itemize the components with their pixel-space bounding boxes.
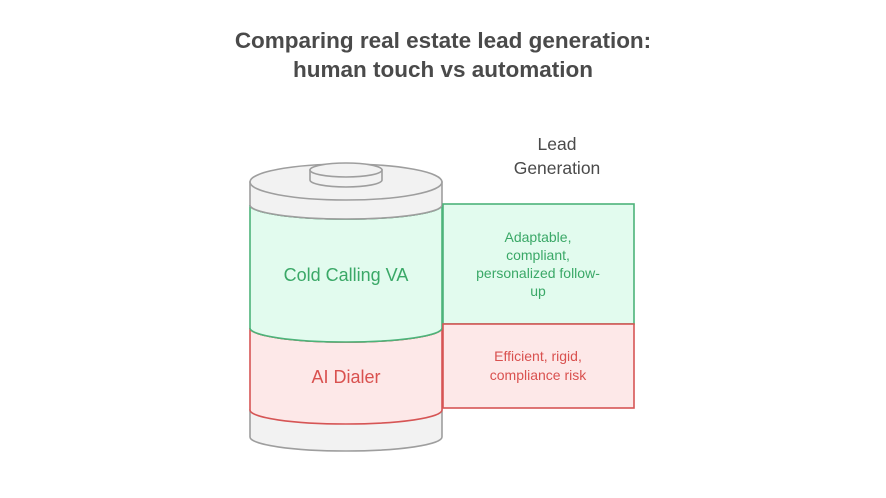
title-line-1: Comparing real estate lead generation:	[234, 28, 652, 53]
header-line-1: Lead	[538, 134, 577, 154]
cold-calling-description-line-4: up	[530, 283, 546, 299]
ai-dialer-description-line-1: Efficient, rigid,	[494, 348, 582, 364]
ai-dialer-label: AI Dialer	[311, 367, 380, 387]
diagram-title: Comparing real estate lead generation: h…	[0, 26, 886, 84]
cold-calling-description-box	[442, 203, 635, 325]
cold-calling-description-line-1: Adaptable,	[505, 229, 572, 245]
title-line-2: human touch vs automation	[292, 57, 593, 82]
header-line-2: Generation	[514, 158, 601, 178]
cold-calling-description-line-2: compliant,	[506, 247, 570, 263]
ai-dialer-description-box	[442, 323, 635, 409]
battery-terminal	[309, 162, 383, 188]
cold-calling-label: Cold Calling VA	[284, 265, 409, 285]
cold-calling-description-line-3: personalized follow-	[476, 265, 600, 281]
ai-dialer-description-line-2: compliance risk	[490, 367, 587, 383]
